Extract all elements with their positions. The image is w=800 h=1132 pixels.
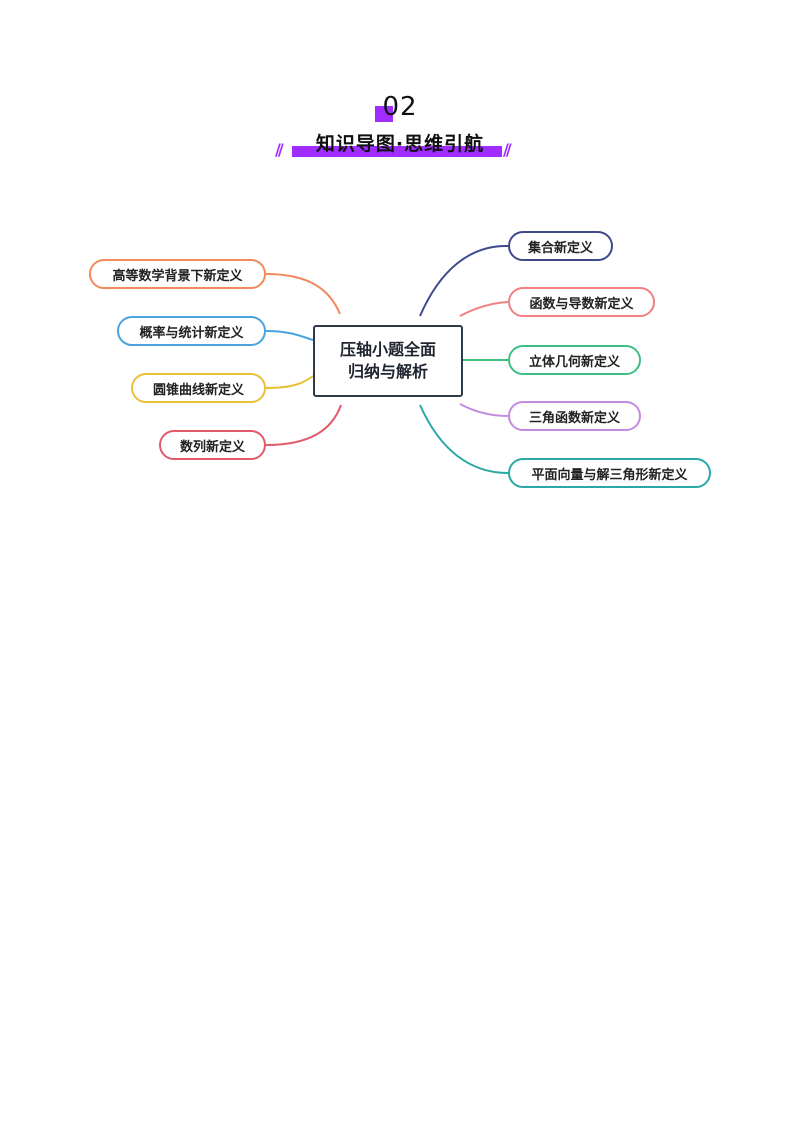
node-label: 高等数学背景下新定义: [112, 268, 243, 284]
connector-right-1: [459, 301, 509, 317]
title-highlight-bar: [292, 146, 502, 157]
connector-right-3: [459, 403, 509, 417]
connector-right-4: [419, 404, 509, 474]
section-number-marker: [375, 106, 393, 122]
node-right-1: 函数与导数新定义: [508, 287, 655, 317]
node-label: 三角函数新定义: [528, 410, 620, 426]
connector-left-0: [265, 273, 341, 315]
connector-left-1: [265, 330, 314, 341]
node-label: 数列新定义: [179, 439, 245, 455]
node-label: 集合新定义: [527, 240, 593, 256]
right-slash-decoration: //: [503, 140, 512, 159]
mindmap-center-node: 压轴小题全面 归纳与解析: [313, 325, 463, 397]
node-right-4: 平面向量与解三角形新定义: [508, 458, 711, 488]
node-label: 立体几何新定义: [528, 354, 620, 370]
node-left-3: 数列新定义: [159, 430, 266, 460]
left-slash-decoration: //: [275, 140, 284, 159]
node-left-0: 高等数学背景下新定义: [89, 259, 266, 289]
connector-left-3: [265, 404, 342, 446]
node-right-2: 立体几何新定义: [508, 345, 641, 375]
section-header: 02 // 知识导图·思维引航 //: [0, 0, 800, 170]
connector-left-2: [265, 375, 314, 389]
node-left-2: 圆锥曲线新定义: [131, 373, 266, 403]
node-label: 概率与统计新定义: [139, 325, 244, 341]
center-line-2: 归纳与解析: [347, 362, 428, 381]
node-label: 函数与导数新定义: [529, 296, 634, 312]
section-number: 02: [382, 92, 418, 122]
node-left-1: 概率与统计新定义: [117, 316, 266, 346]
node-label: 圆锥曲线新定义: [152, 382, 244, 398]
connector-right-0: [419, 244, 509, 317]
node-right-3: 三角函数新定义: [508, 401, 641, 431]
node-label: 平面向量与解三角形新定义: [531, 467, 688, 483]
section-title: 知识导图·思维引航: [315, 133, 485, 155]
center-line-1: 压轴小题全面: [339, 340, 436, 359]
node-right-0: 集合新定义: [508, 231, 613, 261]
